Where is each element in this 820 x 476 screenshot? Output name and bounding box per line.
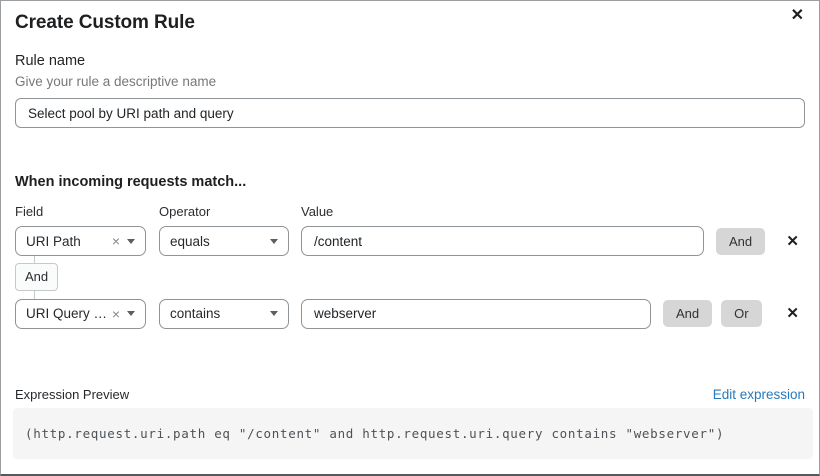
chevron-down-icon [127, 238, 135, 244]
connector-line-top [34, 256, 35, 263]
condition-row-1: URI Path × equals And ✕ [15, 226, 805, 256]
or-button-row-2[interactable]: Or [721, 300, 762, 328]
expression-preview-header: Expression Preview Edit expression [15, 387, 805, 402]
chevron-down-icon [270, 238, 278, 244]
value-input-2[interactable] [301, 298, 651, 329]
field-column-label: Field [15, 204, 44, 219]
operator-dropdown-2-value: contains [170, 306, 221, 322]
delete-row-2-icon[interactable]: ✕ [783, 304, 802, 323]
operator-column-label: Operator [159, 204, 211, 219]
value-column-label: Value [301, 204, 334, 219]
value-input-1[interactable] [301, 226, 704, 256]
dialog-title: Create Custom Rule [15, 12, 195, 33]
connector-and-chip: And [15, 263, 59, 291]
operator-dropdown-2[interactable]: contains [159, 298, 289, 329]
clear-selection-icon[interactable]: × [111, 305, 120, 322]
rule-name-input[interactable] [15, 98, 805, 128]
match-section-heading: When incoming requests match... [15, 174, 247, 190]
close-icon[interactable]: ✕ [787, 6, 808, 26]
condition-row-2: URI Query St... × contains And Or ✕ [15, 298, 805, 329]
condition-column-labels: Field Operator Value [15, 204, 805, 219]
row-connector: And [15, 256, 75, 299]
edit-expression-link[interactable]: Edit expression [712, 386, 805, 402]
field-dropdown-2[interactable]: URI Query St... × [15, 298, 146, 329]
chevron-down-icon [127, 311, 135, 317]
and-button-row-1[interactable]: And [716, 227, 766, 255]
rule-name-label: Rule name [15, 53, 86, 69]
and-button-row-2[interactable]: And [663, 300, 713, 328]
rule-name-helper: Give your rule a descriptive name [15, 74, 217, 89]
operator-dropdown-1[interactable]: equals [159, 226, 289, 256]
clear-selection-icon[interactable]: × [111, 233, 120, 249]
delete-row-1-icon[interactable]: ✕ [783, 232, 802, 251]
field-dropdown-1[interactable]: URI Path × [15, 226, 146, 256]
field-dropdown-1-value: URI Path [26, 233, 81, 249]
operator-dropdown-1-value: equals [170, 233, 210, 249]
field-dropdown-2-value: URI Query St... [26, 306, 108, 322]
expression-preview-label: Expression Preview [15, 386, 130, 402]
chevron-down-icon [270, 311, 278, 317]
expression-code-block: (http.request.uri.path eq "/content" and… [13, 407, 813, 459]
connector-line-bottom [34, 290, 35, 299]
